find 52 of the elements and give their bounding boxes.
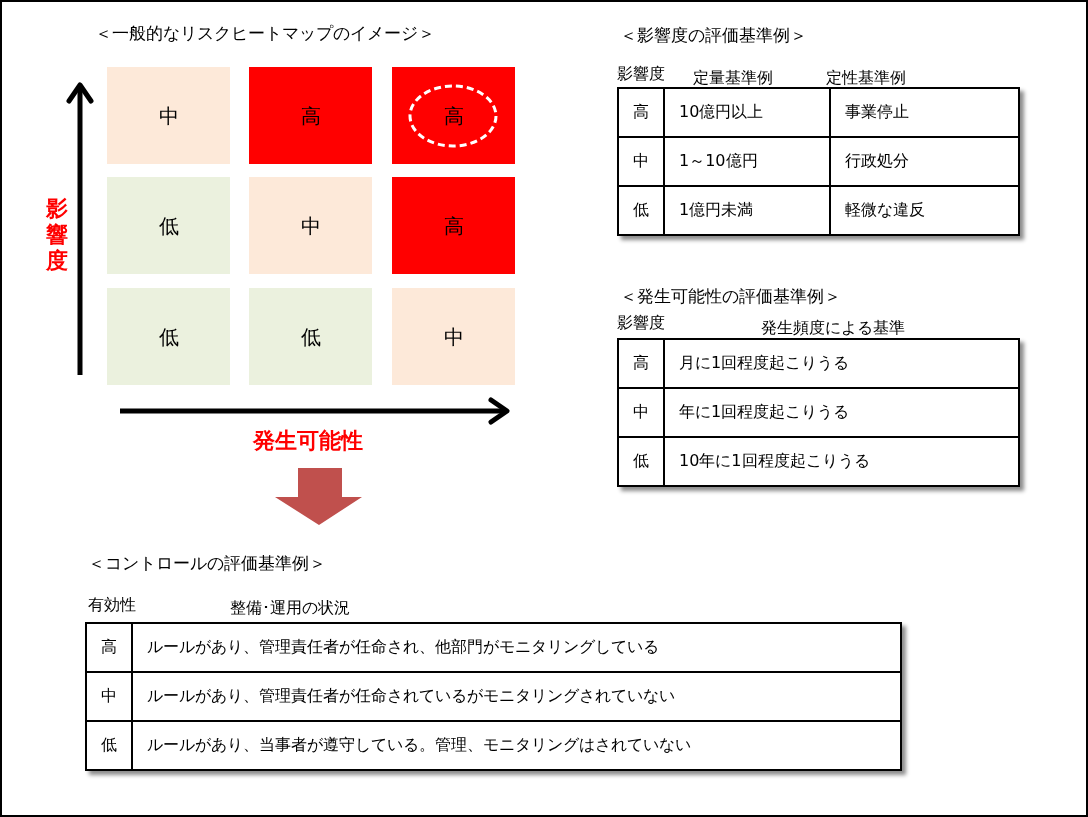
- heatmap-cell: [107, 288, 230, 385]
- rating-cell: 低: [86, 721, 132, 770]
- criteria-cell: ルールがあり、当事者が遵守している。管理、モニタリングはされていない: [132, 721, 901, 770]
- heatmap-cell: [392, 288, 515, 385]
- criteria-cell: ルールがあり、管理責任者が任命され、他部門がモニタリングしている: [132, 623, 901, 672]
- rating-cell: 中: [618, 388, 664, 437]
- heatmap-cell: [249, 288, 372, 385]
- heatmap-cell: [107, 67, 230, 164]
- column-header: 発生頻度による基準: [761, 318, 905, 338]
- rating-cell: 中: [86, 672, 132, 721]
- risk-level: 低: [158, 213, 179, 238]
- section-title: ＜発生可能性の評価基準例＞: [620, 286, 841, 306]
- column-header: 有効性: [88, 595, 136, 615]
- risk-level: 高: [300, 103, 321, 128]
- rating-cell: 低: [618, 437, 664, 486]
- column-header: 影響度: [617, 64, 665, 84]
- column-header: 影響度: [617, 313, 665, 333]
- column-header: 定性基準例: [826, 68, 906, 88]
- section-title: ＜影響度の評価基準例＞: [620, 25, 807, 45]
- criteria-cell: 年に1回程度起こりうる: [664, 388, 1019, 437]
- risk-level: 中: [158, 103, 179, 128]
- criteria-cell: 月に1回程度起こりうる: [664, 339, 1019, 388]
- section-title: ＜一般的なリスクヒートマップのイメージ＞: [95, 23, 435, 43]
- rating-cell: 低: [618, 186, 664, 235]
- axis-label: 発生可能性: [253, 431, 363, 451]
- criteria-cell: 行政処分: [830, 137, 1019, 186]
- criteria-cell: 1億円未満: [664, 186, 830, 235]
- risk-level: 低: [300, 324, 321, 349]
- criteria-cell: 10億円以上: [664, 88, 830, 137]
- heatmap-cell: [249, 67, 372, 164]
- risk-level: 高: [443, 103, 464, 128]
- criteria-cell: 10年に1回程度起こりうる: [664, 437, 1019, 486]
- rating-cell: 高: [618, 339, 664, 388]
- criteria-cell: 軽微な違反: [830, 186, 1019, 235]
- section-title: ＜コントロールの評価基準例＞: [88, 553, 326, 573]
- rating-cell: 高: [86, 623, 132, 672]
- criteria-cell: 1～10億円: [664, 137, 830, 186]
- risk-level: 高: [443, 213, 464, 238]
- criteria-cell: 事業停止: [830, 88, 1019, 137]
- heatmap-cell: [392, 67, 515, 164]
- heatmap-cell: [107, 177, 230, 274]
- risk-level: 低: [158, 324, 179, 349]
- risk-level: 中: [300, 213, 321, 238]
- heatmap-cell: [249, 177, 372, 274]
- heatmap-cell: [392, 177, 515, 274]
- criteria-cell: ルールがあり、管理責任者が任命されているがモニタリングされていない: [132, 672, 901, 721]
- risk-level: 中: [443, 324, 464, 349]
- column-header: 定量基準例: [693, 68, 773, 88]
- column-header: 整備･運用の状況: [230, 598, 350, 618]
- rating-cell: 中: [618, 137, 664, 186]
- rating-cell: 高: [618, 88, 664, 137]
- axis-label: 影響度: [45, 196, 69, 274]
